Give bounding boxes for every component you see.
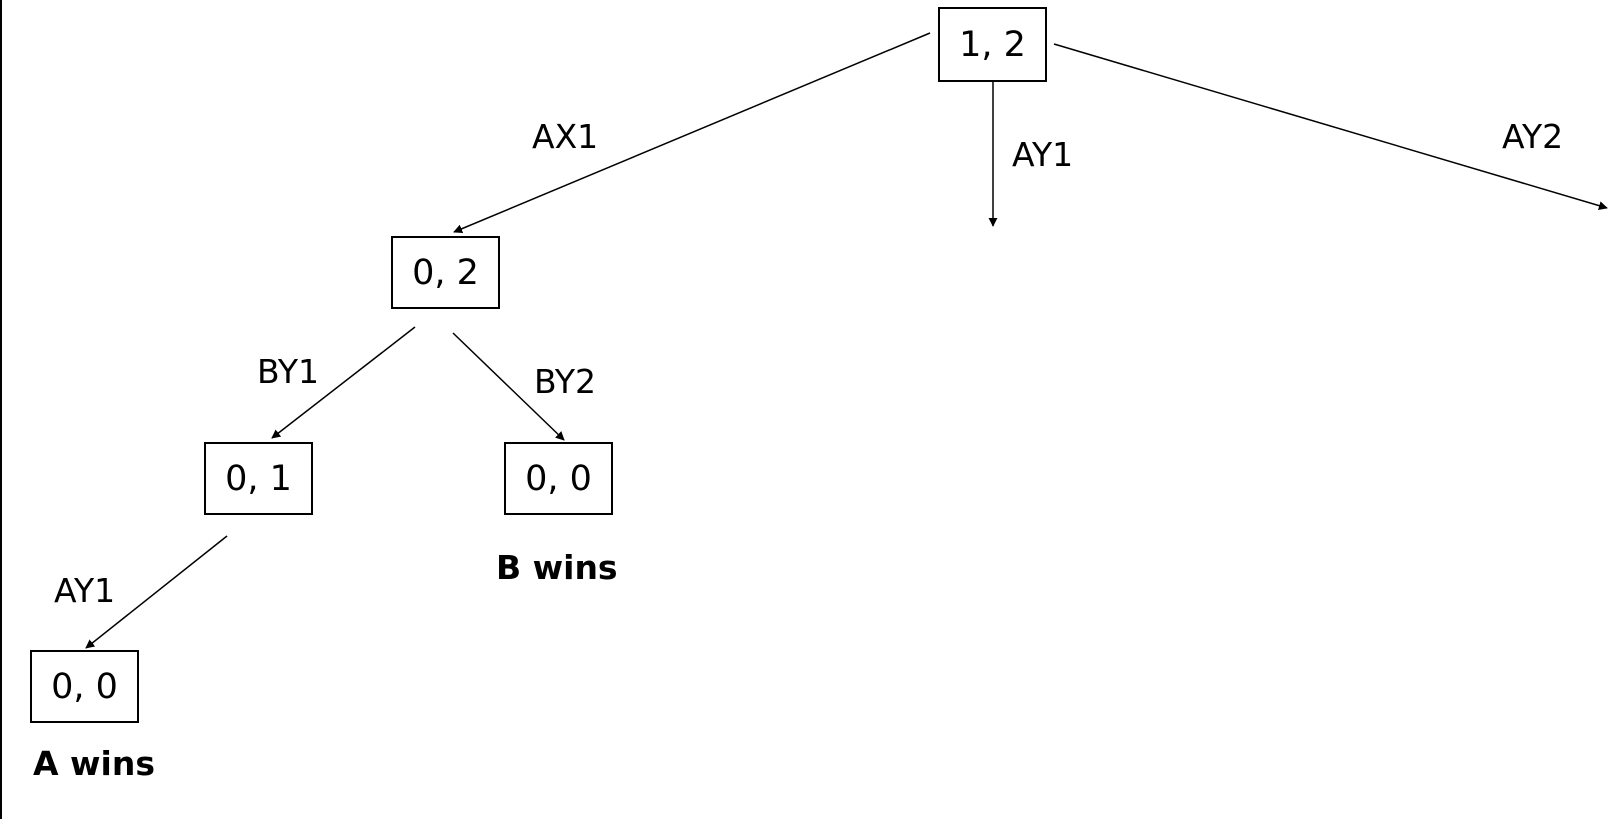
node-root: 1, 2	[938, 7, 1047, 82]
edge-label-ax1: AX1	[532, 117, 599, 156]
edge-label-by1: BY1	[257, 352, 319, 391]
node-ay1-leaf: 0, 0	[30, 650, 139, 723]
edge-ax1-to-by1	[271, 326, 416, 439]
edge-ax1-to-by2	[452, 332, 565, 441]
edge-label-by2: BY2	[534, 362, 596, 401]
edge-label-ay2: AY2	[1502, 117, 1564, 156]
edge-root-ay2	[1053, 43, 1608, 211]
edge-root-to-ax1	[453, 32, 931, 234]
node-by1: 0, 1	[204, 442, 313, 515]
edge-label-ay1-root: AY1	[1012, 135, 1074, 174]
edge-by1-to-leaf	[85, 535, 228, 649]
node-ax1: 0, 2	[391, 236, 500, 309]
edge-label-ay1-lower: AY1	[54, 571, 116, 610]
node-by2: 0, 0	[504, 442, 613, 515]
outcome-a-wins: A wins	[33, 744, 155, 783]
outcome-b-wins: B wins	[496, 548, 618, 587]
